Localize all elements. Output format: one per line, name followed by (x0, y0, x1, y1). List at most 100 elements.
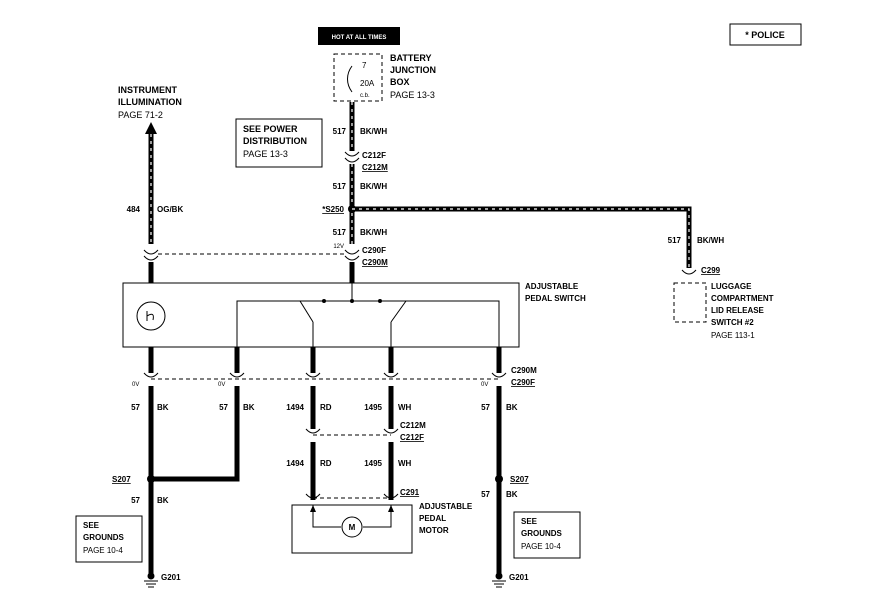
pedal-switch-label-2: PEDAL SWITCH (525, 294, 586, 303)
motor-label-1: ADJUSTABLE (419, 502, 473, 511)
wire-484-num: 484 (127, 205, 141, 214)
hot-badge-text: HOT AT ALL TIMES (332, 35, 387, 41)
wire-1494-a-color: RD (320, 403, 332, 412)
ov-label-3: 0V (481, 382, 488, 388)
battery-junction-box (333, 53, 383, 102)
switch-blade-left (299, 300, 314, 323)
battery-label-2: JUNCTION (390, 65, 436, 75)
wire-57-a-color: BK (157, 403, 169, 412)
grounds-right-page: PAGE 10-4 (521, 542, 561, 551)
luggage-switch-box (673, 282, 707, 323)
battery-label-3: BOX (390, 77, 410, 87)
wire-57-e-num: 57 (481, 490, 490, 499)
luggage-label-3: LID RELEASE (711, 306, 765, 315)
wire-57-e-color: BK (506, 490, 518, 499)
fuse-amperage: 20A (360, 79, 375, 88)
grounds-ref-right (513, 511, 581, 559)
fuse-type: c.b. (360, 93, 370, 99)
wire-57-b-color: BK (243, 403, 255, 412)
c290m-top-label: C290M (362, 258, 388, 267)
wire-484-color: OG/BK (157, 205, 183, 214)
c212-top-connector-symbol (344, 151, 360, 157)
wire-517-b-num: 517 (333, 182, 347, 191)
wire-57-d-color: BK (157, 496, 169, 505)
splice-s250-label: *S250 (322, 205, 344, 214)
wire-517-b-color: BK/WH (360, 182, 387, 191)
c290-484-connector-symbol (143, 249, 159, 255)
wire-57-d-num: 57 (131, 496, 140, 505)
luggage-label-1: LUGGAGE (711, 282, 752, 291)
wire-1495-a-num: 1495 (364, 403, 382, 412)
wire-517-d-num: 517 (668, 236, 682, 245)
c290-top-connector-symbol (344, 249, 360, 255)
grounds-left-line-2: GROUNDS (83, 533, 125, 542)
ground-symbol-right (492, 572, 506, 588)
luggage-page-ref: PAGE 113-1 (711, 331, 755, 340)
ground-g201-right-label: G201 (509, 573, 529, 582)
voltage-12v: 12V (333, 244, 344, 250)
wire-517-branch (352, 206, 692, 268)
wire-1495-b-num: 1495 (364, 459, 382, 468)
c290f-bottom-label: C290F (511, 378, 535, 387)
c212f-bottom-label: C212F (400, 433, 424, 442)
c299-label: C299 (701, 266, 721, 275)
battery-page-ref: PAGE 13-3 (390, 90, 435, 100)
wire-517-c-color: BK/WH (360, 228, 387, 237)
switch-internal-frame (236, 300, 500, 348)
instrument-label-1: INSTRUMENT (118, 85, 177, 95)
switch-blade-right (390, 300, 407, 323)
wire-1495-b-color: WH (398, 459, 412, 468)
hot-at-all-times-badge (318, 27, 400, 45)
wire-517-a-color: BK/WH (360, 127, 387, 136)
wire-517-a-num: 517 (333, 127, 347, 136)
instrument-page-ref: PAGE 71-2 (118, 110, 163, 120)
fuse-number: 7 (362, 61, 367, 70)
ov-label-1: 0V (132, 382, 139, 388)
instrument-label-2: ILLUMINATION (118, 97, 182, 107)
motor-label-3: MOTOR (419, 526, 449, 535)
illumination-lamp-icon (136, 301, 166, 331)
motor-icon (341, 516, 363, 538)
splice-s207-right (495, 475, 503, 483)
splice-s207-left-label: S207 (112, 475, 131, 484)
grounds-ref-left (75, 515, 143, 563)
wire-1494-a-num: 1494 (286, 403, 304, 412)
ground-g201-left-label: G201 (161, 573, 181, 582)
battery-label-1: BATTERY (390, 53, 432, 63)
power-distribution-ref-box (235, 118, 323, 168)
police-badge-text: * POLICE (745, 30, 785, 40)
wire-1495-a-color: WH (398, 403, 412, 412)
wire-1494-b-num: 1494 (286, 459, 304, 468)
motor-symbol: M (349, 523, 356, 532)
circuit-breaker-symbol (347, 65, 353, 93)
wire-57-mid (151, 347, 240, 482)
c290m-bottom-label: C290M (511, 366, 537, 375)
c299-connector-symbol (681, 269, 697, 275)
wire-57-c-color: BK (506, 403, 518, 412)
c291-label: C291 (400, 488, 420, 497)
wire-1494-b-color: RD (320, 459, 332, 468)
luggage-label-2: COMPARTMENT (711, 294, 774, 303)
wire-57-c-num: 57 (481, 403, 490, 412)
c212m-bottom-label: C212M (400, 421, 426, 430)
police-badge (729, 23, 802, 46)
power-ref-line-1: SEE POWER (243, 124, 298, 134)
grounds-right-line-1: SEE (521, 517, 538, 526)
power-ref-page: PAGE 13-3 (243, 149, 288, 159)
splice-s207-left (147, 475, 155, 483)
c212m-top-label: C212M (362, 163, 388, 172)
pedal-switch-label-1: ADJUSTABLE (525, 282, 579, 291)
power-ref-line-2: DISTRIBUTION (243, 136, 307, 146)
c290f-top-label: C290F (362, 246, 386, 255)
ground-symbol-left (144, 572, 158, 588)
wire-57-b-num: 57 (219, 403, 228, 412)
ov-label-2: 0V (218, 382, 225, 388)
c212f-top-label: C212F (362, 151, 386, 160)
instrument-arrow (145, 122, 157, 134)
grounds-right-line-2: GROUNDS (521, 529, 563, 538)
adjustable-pedal-switch (122, 282, 520, 348)
motor-label-2: PEDAL (419, 514, 446, 523)
luggage-label-4: SWITCH #2 (711, 318, 754, 327)
